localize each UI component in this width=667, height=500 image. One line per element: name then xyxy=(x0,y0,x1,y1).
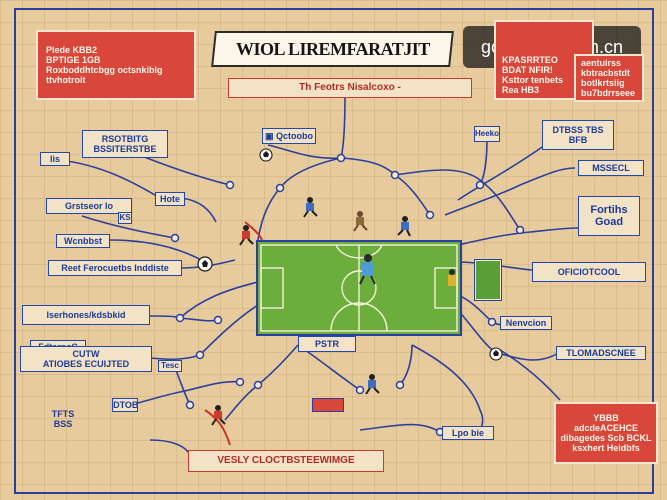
label-lpo: Lpo bie xyxy=(442,426,494,440)
player-icon xyxy=(239,225,254,246)
label-text: TFTS xyxy=(51,409,75,419)
label-tesc: Tesc xyxy=(158,360,182,372)
player-icon xyxy=(353,211,368,232)
panel-line: botlkrtsiig xyxy=(581,78,625,88)
panel-line: Roxboddhtcbgg octsnkiblg xyxy=(46,65,163,75)
label-text: Qctoobo xyxy=(276,131,313,141)
panel-line: bu7bdrrseee xyxy=(581,88,636,98)
panel-line: Ksttor tenbets xyxy=(502,75,564,85)
label-text: DTBSS TBS xyxy=(552,125,604,135)
panel-line: ksxhert Heidbfs xyxy=(572,443,640,453)
label-hote: Hote xyxy=(155,192,185,206)
label-rsotbitg: RSOTBITG BSSITERSTBE xyxy=(82,130,168,158)
player-figure xyxy=(359,254,376,285)
panel-line: adcdeACEHCE xyxy=(573,423,638,433)
label-heeko: Heeko xyxy=(474,126,500,142)
label-tlomadscnee: TLOMADSCNEE xyxy=(556,346,646,360)
player-icon xyxy=(365,374,380,395)
diagram-title: WIOL LIREMFARATJIT xyxy=(211,31,454,67)
panel-line: YBBB xyxy=(593,413,619,423)
label-iserhones: Iserhones/kdsbkid xyxy=(22,305,150,325)
label-dtbss: DTBSS TBS BFB xyxy=(542,120,614,150)
bottom-banner: VESLY CLOCTBSTEEWIMGE xyxy=(188,450,384,472)
outer-frame xyxy=(14,8,654,494)
player-icon xyxy=(211,405,226,426)
label-text: Goad xyxy=(594,216,624,228)
label-atiobes: CUTW ATIOBES ECUIJTED xyxy=(20,346,152,372)
panel-line: Rea HB3 xyxy=(502,85,540,95)
label-text: CUTW xyxy=(72,349,100,359)
label-text: ATIOBES ECUIJTED xyxy=(42,359,130,369)
label-wcrnbbst: Wcnbbst xyxy=(56,234,110,248)
top-right-panel-secondary: aentuirss kbtracbstdt botlkrtsiig bu7bdr… xyxy=(574,54,644,102)
goalkeeper-figure xyxy=(448,269,456,286)
title-text: WIOL LIREMFARATJIT xyxy=(235,38,430,59)
label-text: RSOTBITG xyxy=(101,134,149,144)
label-text: Grstseor xyxy=(64,201,103,211)
panel-line: aentuirss xyxy=(581,58,622,68)
panel-line: kbtracbstdt xyxy=(581,68,631,78)
red-marker xyxy=(312,398,344,412)
label-oficiotccol: OFICIOTCOOL xyxy=(532,262,646,282)
soccer-ball-icon xyxy=(259,148,273,162)
label-grstseor: Grstseor lo xyxy=(46,198,132,214)
gear-icon: ▣ xyxy=(264,131,276,141)
soccer-pitch xyxy=(256,240,462,336)
label-text: BSS xyxy=(53,419,73,429)
label-ks: KS xyxy=(118,212,132,224)
top-left-panel: Plede KBB2 BPTIGE 1GB Roxboddhtcbgg octs… xyxy=(36,30,196,100)
label-reet: Reet Ferocuetbs Inddiste xyxy=(48,260,182,276)
label-forihs: Fortihs Goad xyxy=(578,196,640,236)
label-pstr: PSTR xyxy=(298,336,356,352)
label-tfts: TFTS BSS xyxy=(40,406,86,432)
label-qctobo: ▣ Qctoobo xyxy=(262,128,316,144)
label-text: BSSITERSTBE xyxy=(93,144,157,154)
soccer-ball-icon xyxy=(489,347,503,361)
panel-line: dibagedes Scb BCKL xyxy=(560,433,652,443)
label-text: lo xyxy=(105,201,114,211)
panel-line: BPTIGE 1GB xyxy=(46,55,101,65)
label-mdtobe: MDTOBE xyxy=(112,398,138,412)
panel-line: KPASRRTEO xyxy=(502,55,558,65)
label-lis: lis xyxy=(40,152,70,166)
player-icon xyxy=(397,216,411,237)
bottom-right-panel: YBBB adcdeACEHCE dibagedes Scb BCKL ksxh… xyxy=(554,402,658,464)
soccer-ball-icon xyxy=(197,256,213,272)
label-text: Fortihs xyxy=(590,204,628,216)
side-pitch-icon xyxy=(475,260,501,300)
panel-line: ttvhotroit xyxy=(46,75,86,85)
label-mssecl: MSSECL xyxy=(578,160,644,176)
subtitle-bar: Th Feotrs Nisalcoxo - xyxy=(228,78,472,98)
panel-line: Plede KBB2 xyxy=(46,45,98,55)
panel-line: BDAT NFIR! xyxy=(502,65,553,75)
label-nenvcion: Nenvcion xyxy=(500,316,552,330)
player-icon xyxy=(303,197,318,218)
label-text: BFB xyxy=(568,135,588,145)
